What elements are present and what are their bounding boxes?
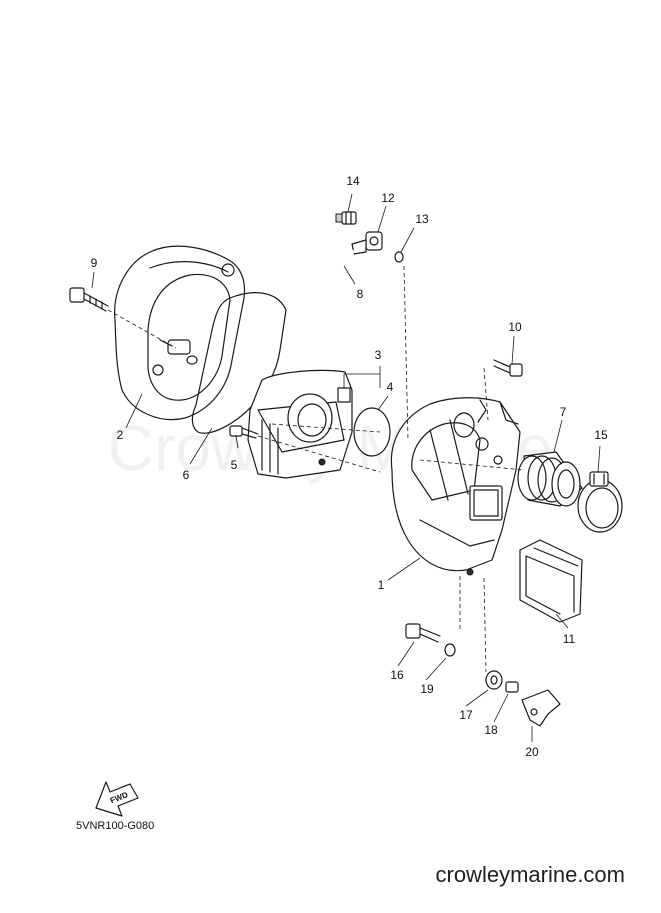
part-15-hose-clamp [577, 471, 623, 533]
part-20-bracket [521, 689, 561, 727]
part-14-screw [335, 211, 357, 225]
part-2-intake-cover [114, 245, 246, 421]
part-3-filter-box [247, 369, 353, 479]
callout-7: 7 [560, 405, 567, 419]
part-11-filter-element [519, 539, 583, 623]
part-8-hose [315, 249, 355, 267]
callout-20: 20 [525, 745, 539, 759]
callout-9: 9 [91, 256, 98, 270]
part-1-silencer-housing [390, 397, 521, 576]
part-4-o-ring [353, 407, 391, 457]
callout-13: 13 [415, 212, 429, 226]
part-9-bolt [69, 287, 109, 312]
callout-3: 3 [375, 348, 382, 362]
part-19-washer [444, 643, 456, 657]
callout-14: 14 [346, 174, 360, 188]
part-17-grommet [485, 670, 503, 690]
fwd-arrow: FWD [95, 781, 139, 817]
callout-16: 16 [390, 668, 404, 682]
callout-5: 5 [231, 458, 238, 472]
callout-15: 15 [594, 428, 608, 442]
callout-10: 10 [508, 320, 522, 334]
alignment-lines [107, 265, 525, 673]
callout-19: 19 [420, 682, 434, 696]
part-18-collar [505, 681, 519, 693]
callout-2: 2 [117, 428, 124, 442]
part-6-gasket [191, 292, 287, 434]
callout-17: 17 [459, 708, 473, 722]
callout-12: 12 [381, 191, 395, 205]
part-7-intake-joint [517, 451, 583, 507]
callout-11: 11 [563, 632, 576, 646]
part-16-bolt [405, 623, 441, 643]
site-url[interactable]: crowleymarine.com [435, 862, 626, 887]
leader-lines [91, 193, 601, 742]
callout-1: 1 [378, 578, 385, 592]
callout-labels: 1 2 3 4 5 6 7 8 9 10 11 12 13 14 15 16 1… [91, 174, 608, 759]
part-10-screw [493, 359, 523, 377]
callout-18: 18 [484, 723, 498, 737]
part-13-o-ring-small [394, 251, 404, 263]
drawing-code: 5VNR100-G080 [76, 820, 155, 832]
callout-4: 4 [387, 380, 394, 394]
part-12-joint-fitting [351, 231, 383, 255]
callout-8: 8 [357, 287, 364, 301]
callout-6: 6 [183, 468, 190, 482]
